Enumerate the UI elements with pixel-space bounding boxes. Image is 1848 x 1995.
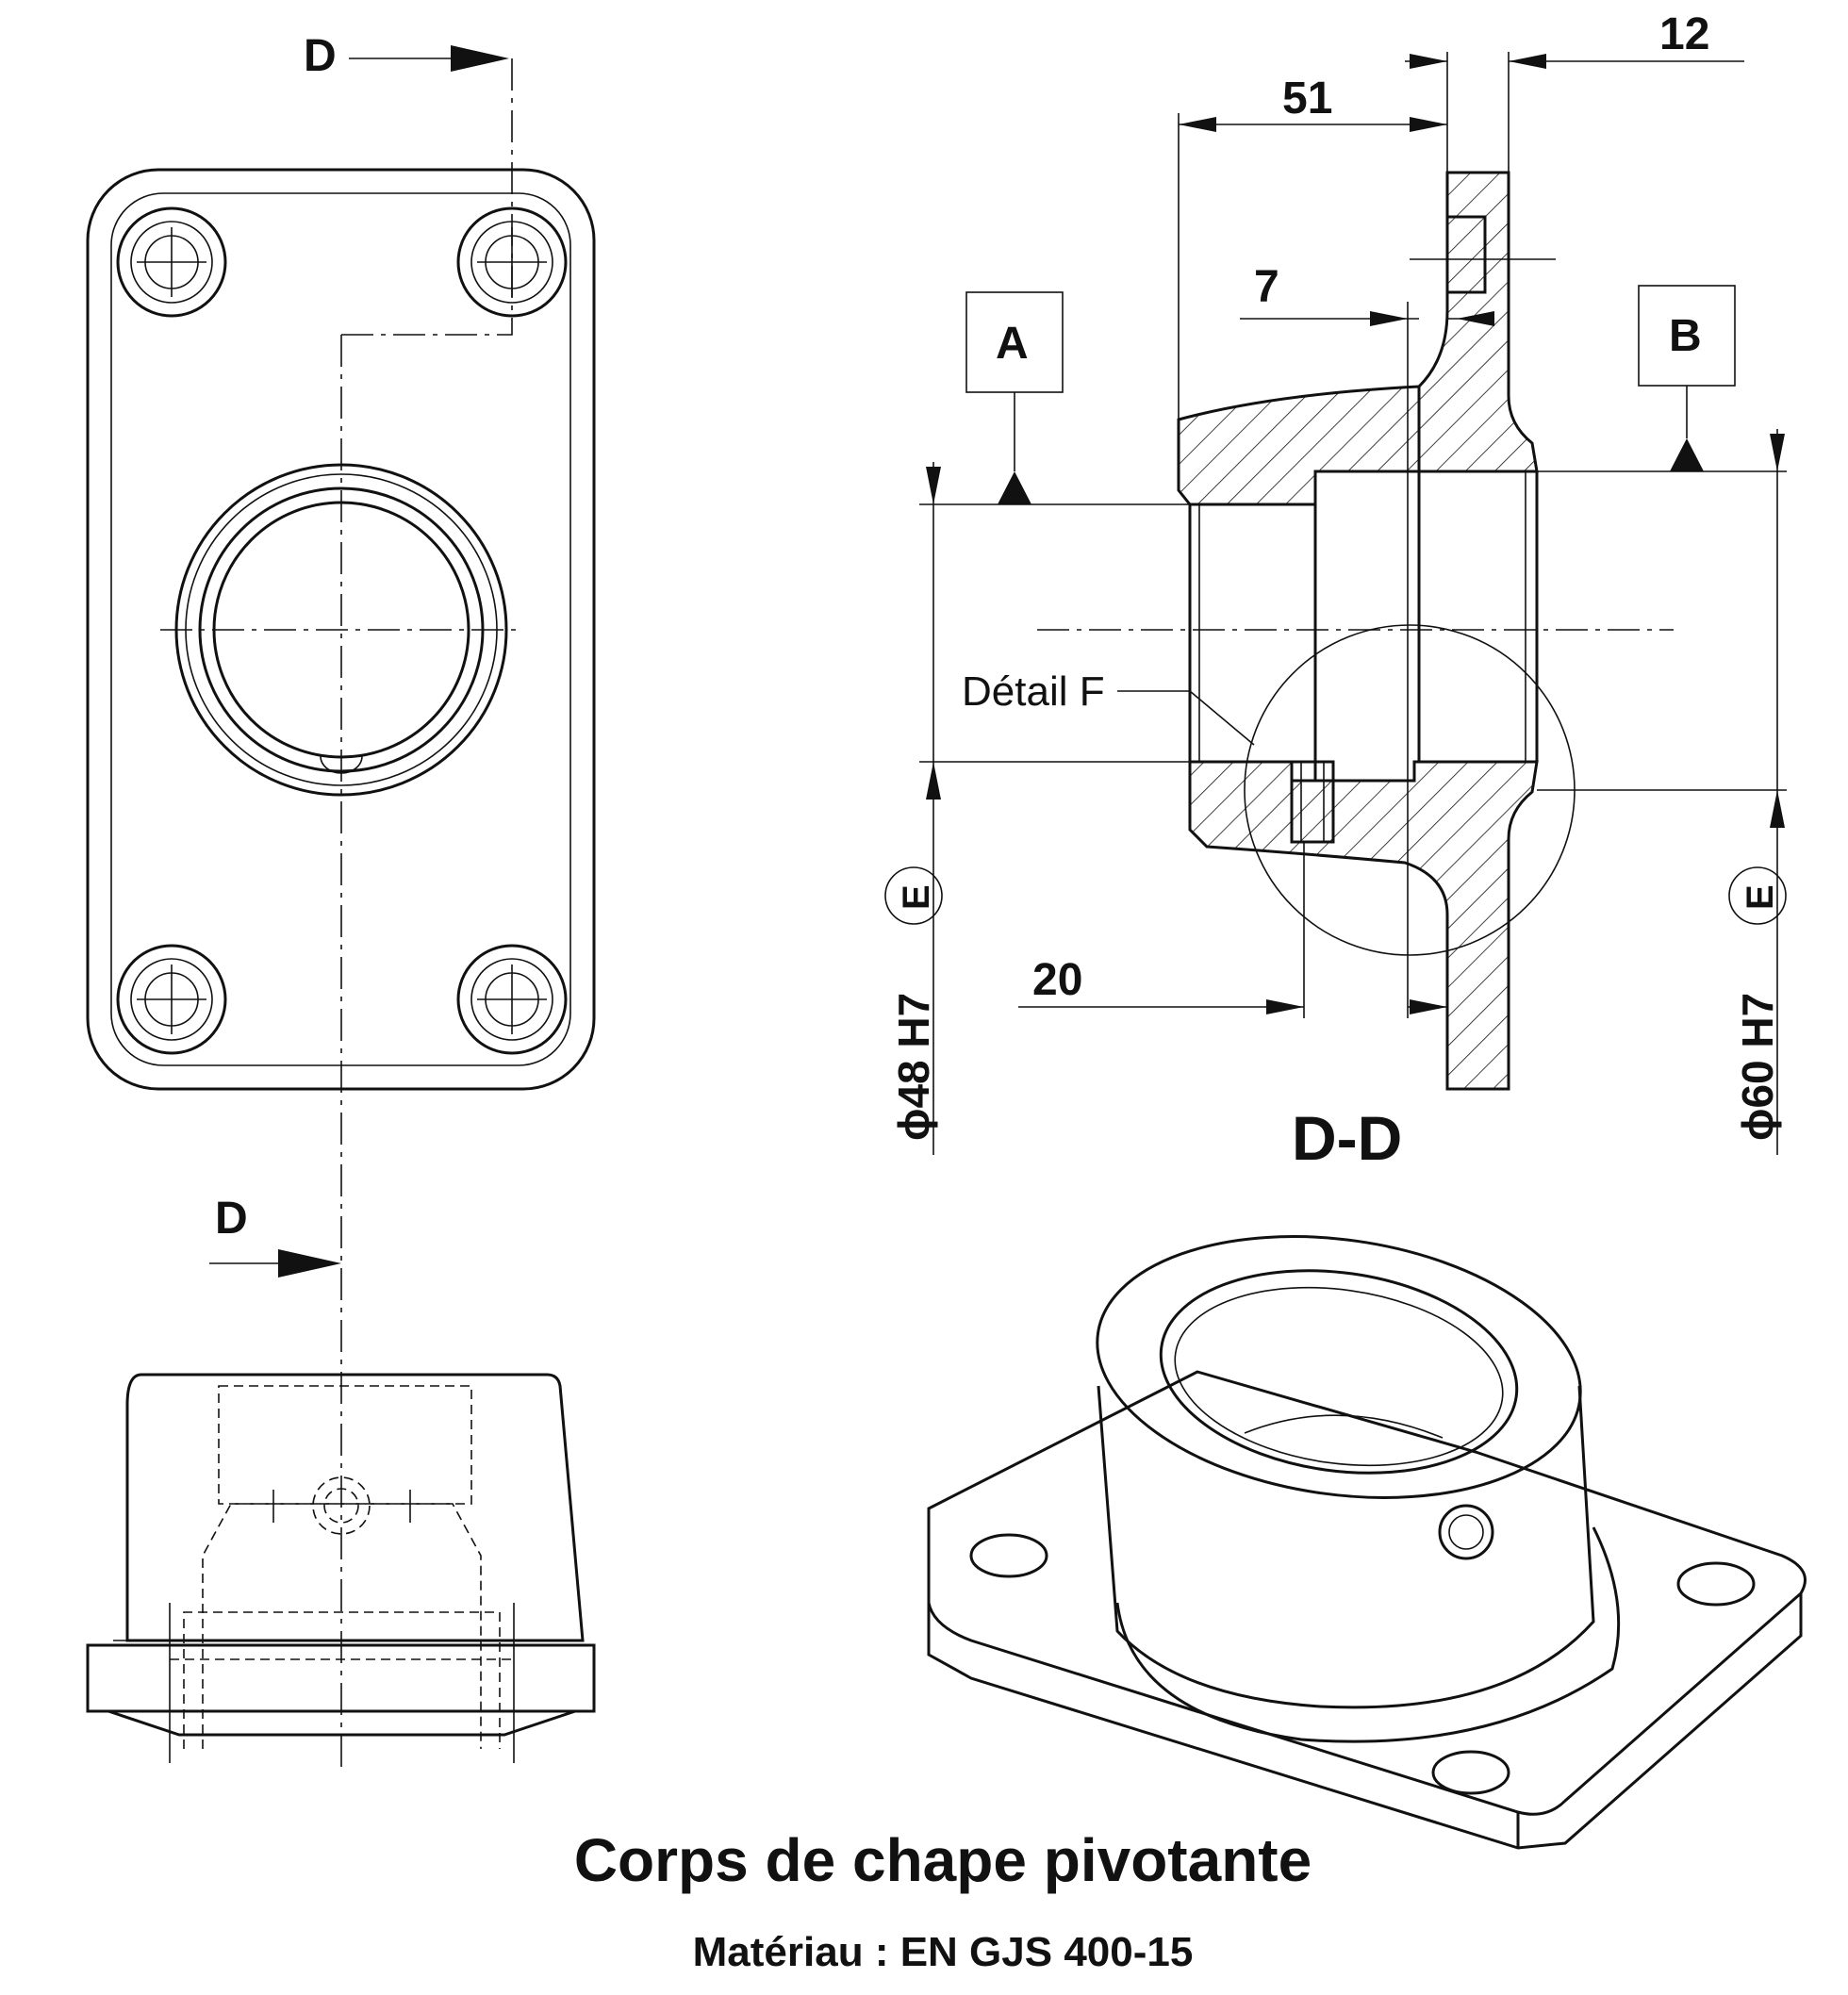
cut-mark-top-label: D — [304, 31, 337, 81]
bottom-view: D — [86, 1194, 596, 1763]
iso-cylinder-top — [1096, 1235, 1582, 1499]
dim-7: 7 — [1254, 262, 1279, 312]
hidden-bore — [218, 1385, 472, 1505]
section-title: D-D — [1292, 1103, 1402, 1173]
dim-12: 12 — [1659, 9, 1709, 59]
envelope-e-right: E — [1740, 884, 1781, 910]
section-body-bottom — [1188, 760, 1539, 1091]
bolt-hole — [116, 206, 227, 318]
cut-mark-bottom-label: D — [215, 1194, 248, 1244]
isometric-view — [927, 1235, 1807, 1850]
section-view: Détail F 51 12 7 20 A — [884, 9, 1787, 1173]
datum-a-label: A — [996, 319, 1029, 369]
dim-dia-48: ϕ48 H7 — [889, 993, 938, 1141]
section-body-top — [1177, 385, 1421, 506]
front-view: D — [86, 31, 596, 1772]
bolt-hole — [456, 944, 568, 1055]
material-label: Matériau : EN GJS 400-15 — [693, 1929, 1194, 1975]
detail-label: Détail F — [962, 668, 1105, 715]
dim-dia-60: ϕ60 H7 — [1733, 993, 1782, 1141]
iso-bolt-hole — [1431, 1750, 1510, 1795]
dim-51: 51 — [1282, 74, 1332, 124]
base-flange — [86, 1643, 596, 1713]
iso-bolt-hole — [969, 1533, 1048, 1578]
datum-b-label: B — [1669, 311, 1702, 361]
body-outline — [125, 1373, 585, 1642]
envelope-e-left: E — [896, 884, 937, 910]
iso-bolt-hole — [1676, 1561, 1756, 1607]
dim-20: 20 — [1032, 955, 1082, 1005]
drawing-title: Corps de chape pivotante — [574, 1826, 1312, 1894]
bolt-hole — [116, 944, 227, 1055]
iso-bore — [1159, 1269, 1519, 1475]
iso-base-plate — [927, 1370, 1807, 1816]
iso-tapped-hole — [1438, 1504, 1494, 1560]
section-line — [341, 52, 513, 336]
